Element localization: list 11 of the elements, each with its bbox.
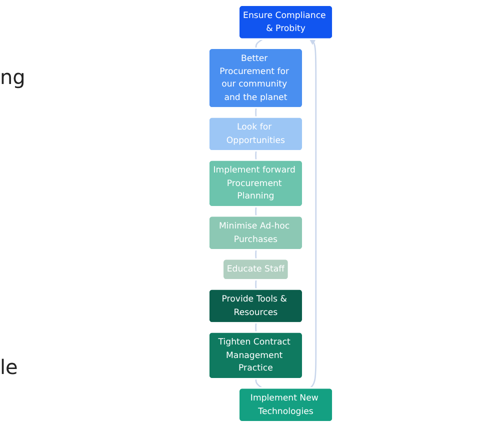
connector: [255, 38, 263, 49]
connector: [255, 379, 263, 389]
cut-off-text: le: [0, 355, 18, 379]
cut-off-text: ng: [0, 65, 26, 89]
connector: [254, 323, 256, 332]
arrow: [309, 39, 316, 389]
connector: [254, 108, 256, 118]
connector: [254, 151, 256, 160]
connector: [254, 250, 256, 260]
connector: [254, 280, 256, 290]
connector: [254, 207, 256, 216]
